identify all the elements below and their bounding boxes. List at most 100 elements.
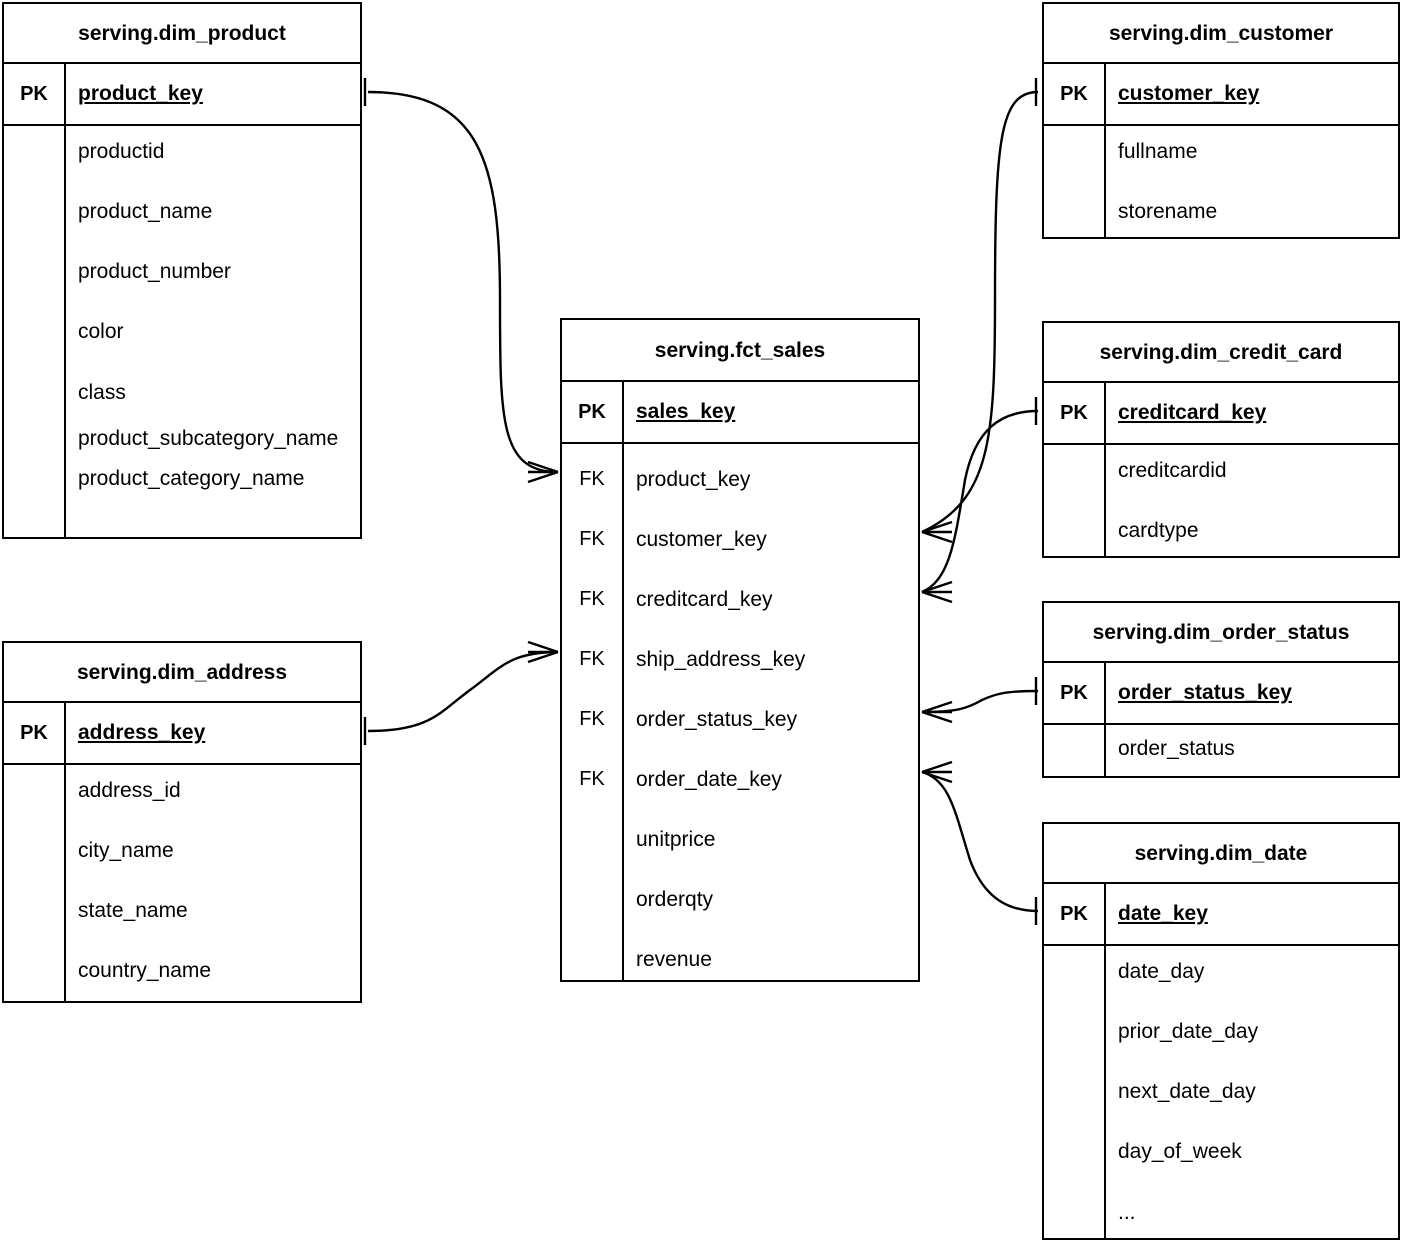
entity-dim-customer[interactable]: serving.dim_customer PK customer_key ful… — [1042, 2, 1400, 239]
attribute-item: fullname — [1118, 140, 1198, 163]
attribute-item: day_of_week — [1118, 1140, 1242, 1164]
attribute-item: color — [78, 320, 124, 344]
column-name-item: customer_key — [636, 528, 767, 551]
key-badge-fk: FK — [579, 468, 605, 490]
row-dim-credit-card-pk[interactable]: PK creditcard_key — [1044, 381, 1398, 443]
attribute-block-dim-credit-card: creditcardid cardtype — [1044, 443, 1398, 556]
column-name-item: revenue — [636, 948, 712, 971]
attribute-item: next_date_day — [1118, 1080, 1256, 1104]
attribute-list-dim-address: address_id city_name state_name country_… — [66, 765, 360, 1001]
entity-title-dim-order-status: serving.dim_order_status — [1092, 620, 1350, 644]
key-badge-empty — [1044, 946, 1106, 1238]
column-name-item: unitprice — [636, 828, 716, 851]
key-badge-empty — [1044, 725, 1106, 776]
entity-fct-sales[interactable]: serving.fct_sales PK sales_key FK FK FK … — [560, 318, 920, 982]
attribute-block-dim-product: productid product_name product_number co… — [4, 124, 360, 537]
attribute-item: storename — [1118, 200, 1218, 224]
key-badge-pk: PK — [4, 703, 66, 763]
attribute-list-dim-date: date_day prior_date_day next_date_day da… — [1106, 946, 1398, 1238]
column-name-sales-key: sales_key — [636, 400, 736, 423]
key-badge-pk: PK — [562, 382, 624, 442]
column-name-creditcard-key: creditcard_key — [1118, 401, 1267, 424]
entity-title-fct-sales: serving.fct_sales — [654, 338, 826, 362]
crowsfoot-many — [921, 520, 953, 544]
key-badge-fk: FK — [579, 528, 605, 550]
attribute-item: creditcardid — [1118, 459, 1227, 482]
column-name-order-status-key: order_status_key — [1118, 681, 1292, 704]
attribute-list-dim-customer: fullname storename — [1106, 126, 1398, 237]
relationship-date — [921, 760, 1039, 925]
key-badge-column: FK FK FK FK FK FK — [562, 444, 624, 980]
relationship-credit-card — [921, 397, 1039, 604]
entity-title-dim-date: serving.dim_date — [1134, 841, 1308, 865]
column-name-item: product_key — [636, 468, 751, 491]
key-badge-pk: PK — [1044, 383, 1106, 443]
crowsfoot-many — [921, 760, 953, 784]
attribute-item: state_name — [78, 899, 188, 923]
attribute-block-dim-customer: fullname storename — [1044, 124, 1398, 237]
column-name-item: order_date_key — [636, 768, 782, 791]
attribute-item: cardtype — [1118, 519, 1199, 543]
column-name-customer-key: customer_key — [1118, 82, 1260, 105]
key-badge-fk: FK — [579, 768, 605, 790]
row-dim-address-pk[interactable]: PK address_key — [4, 701, 360, 763]
entity-title-dim-customer: serving.dim_customer — [1108, 21, 1334, 45]
crowsfoot-many — [921, 580, 953, 604]
column-name-address-key: address_key — [78, 721, 206, 744]
attribute-block-dim-order-status: order_status — [1044, 723, 1398, 776]
attribute-item: country_name — [78, 959, 212, 983]
attribute-item: product_number — [78, 260, 231, 284]
row-dim-product-pk[interactable]: PK product_key — [4, 62, 360, 124]
attribute-item: address_id — [78, 779, 181, 802]
key-badge-fk: FK — [579, 708, 605, 730]
attribute-list-dim-product: productid product_name product_number co… — [66, 126, 360, 537]
attribute-item: product_category_name — [78, 466, 305, 490]
attribute-block-dim-address: address_id city_name state_name country_… — [4, 763, 360, 1001]
column-name-item: creditcard_key — [636, 588, 773, 611]
attribute-item: order_status — [1118, 737, 1235, 760]
attribute-item: class — [78, 380, 126, 404]
entity-dim-address[interactable]: serving.dim_address PK address_key addre… — [2, 641, 362, 1003]
column-name-product-key: product_key — [78, 82, 203, 105]
entity-dim-credit-card[interactable]: serving.dim_credit_card PK creditcard_ke… — [1042, 321, 1400, 558]
entity-title-dim-address: serving.dim_address — [76, 660, 288, 684]
entity-dim-product[interactable]: serving.dim_product PK product_key produ… — [2, 2, 362, 539]
key-badge-empty — [4, 765, 66, 1001]
attribute-list-dim-order-status: order_status — [1106, 725, 1398, 776]
relationship-customer — [921, 78, 1039, 544]
attribute-list-dim-credit-card: creditcardid cardtype — [1106, 445, 1398, 556]
attribute-block-dim-date: date_day prior_date_day next_date_day da… — [1044, 944, 1398, 1238]
relationship-product — [363, 78, 559, 484]
attribute-item: date_day — [1118, 960, 1205, 983]
row-fct-sales-pk[interactable]: PK sales_key — [562, 380, 918, 442]
column-name-date-key: date_key — [1118, 902, 1208, 925]
attribute-item: product_name — [78, 200, 213, 224]
row-dim-order-status-pk[interactable]: PK order_status_key — [1044, 661, 1398, 723]
crowsfoot-many — [921, 700, 953, 724]
crowsfoot-many — [527, 460, 559, 484]
key-badge-fk: FK — [579, 588, 605, 610]
attribute-item: city_name — [78, 839, 174, 863]
attribute-item: prior_date_day — [1118, 1020, 1259, 1044]
attribute-item: product_subcategory_name — [78, 426, 339, 450]
key-badge-pk: PK — [1044, 884, 1106, 944]
key-badge-pk: PK — [1044, 64, 1106, 124]
column-list-fct-sales: product_key customer_key creditcard_key … — [624, 444, 918, 980]
key-badge-pk: PK — [1044, 663, 1106, 723]
relationship-order-status — [921, 677, 1039, 724]
crowsfoot-many — [527, 640, 559, 664]
key-badge-empty — [1044, 445, 1106, 556]
row-dim-date-pk[interactable]: PK date_key — [1044, 882, 1398, 944]
attribute-item: productid — [78, 140, 165, 163]
key-badge-empty — [1044, 126, 1106, 237]
column-name-item: ship_address_key — [636, 648, 806, 671]
entity-dim-order-status[interactable]: serving.dim_order_status PK order_status… — [1042, 601, 1400, 778]
entity-dim-date[interactable]: serving.dim_date PK date_key date_day pr… — [1042, 822, 1400, 1240]
relationship-address — [363, 640, 559, 745]
row-dim-customer-pk[interactable]: PK customer_key — [1044, 62, 1398, 124]
key-badge-pk: PK — [4, 64, 66, 124]
column-block-fct-sales: FK FK FK FK FK FK product_key customer_k… — [562, 442, 918, 980]
column-name-item: orderqty — [636, 888, 714, 911]
key-badge-fk: FK — [579, 648, 605, 670]
